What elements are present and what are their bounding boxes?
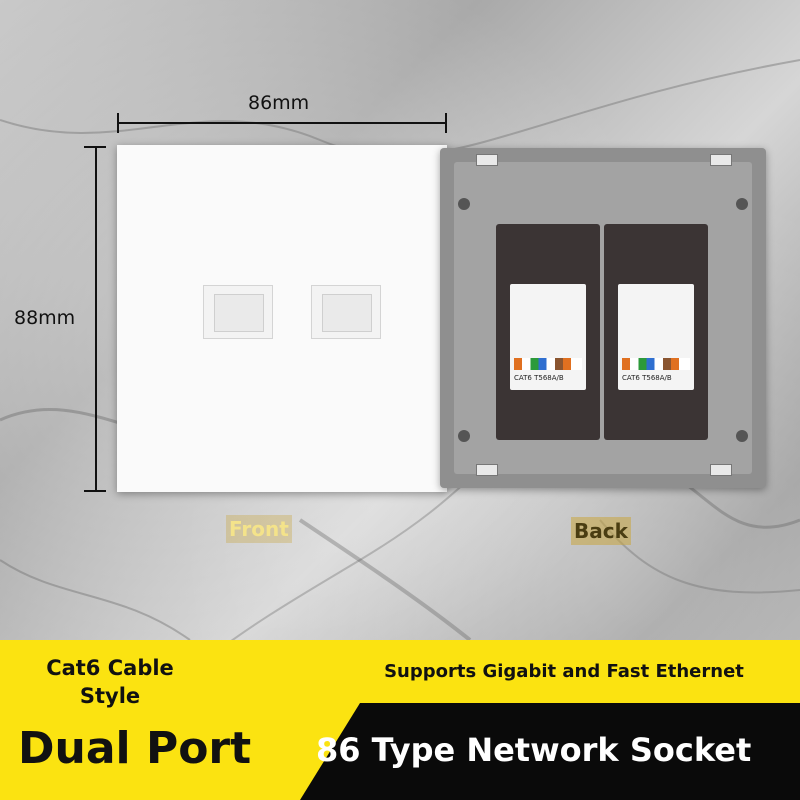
product-long-title: 86 Type Network Socket [316, 731, 752, 769]
keystone-module-right: CAT6 T568A/B [604, 224, 708, 440]
rj45-port-left [203, 285, 273, 339]
keystone-module-left: CAT6 T568A/B [496, 224, 600, 440]
module-label: CAT6 T568A/B [514, 374, 564, 382]
rj45-port-right [311, 285, 381, 339]
height-label: 88mm [14, 307, 76, 329]
module-label: CAT6 T568A/B [622, 374, 672, 382]
front-caption: Front [226, 515, 292, 543]
back-plate: CAT6 T568A/B CAT6 T568A/B [440, 148, 766, 488]
supports-text: Supports Gigabit and Fast Ethernet [384, 661, 744, 682]
width-label: 86mm [248, 92, 310, 114]
front-faceplate [117, 145, 447, 492]
back-caption: Back [571, 517, 631, 545]
cable-style-text: Cat6 Cable Style [46, 656, 174, 708]
black-banner [300, 703, 800, 800]
product-short-title: Dual Port [18, 723, 252, 774]
